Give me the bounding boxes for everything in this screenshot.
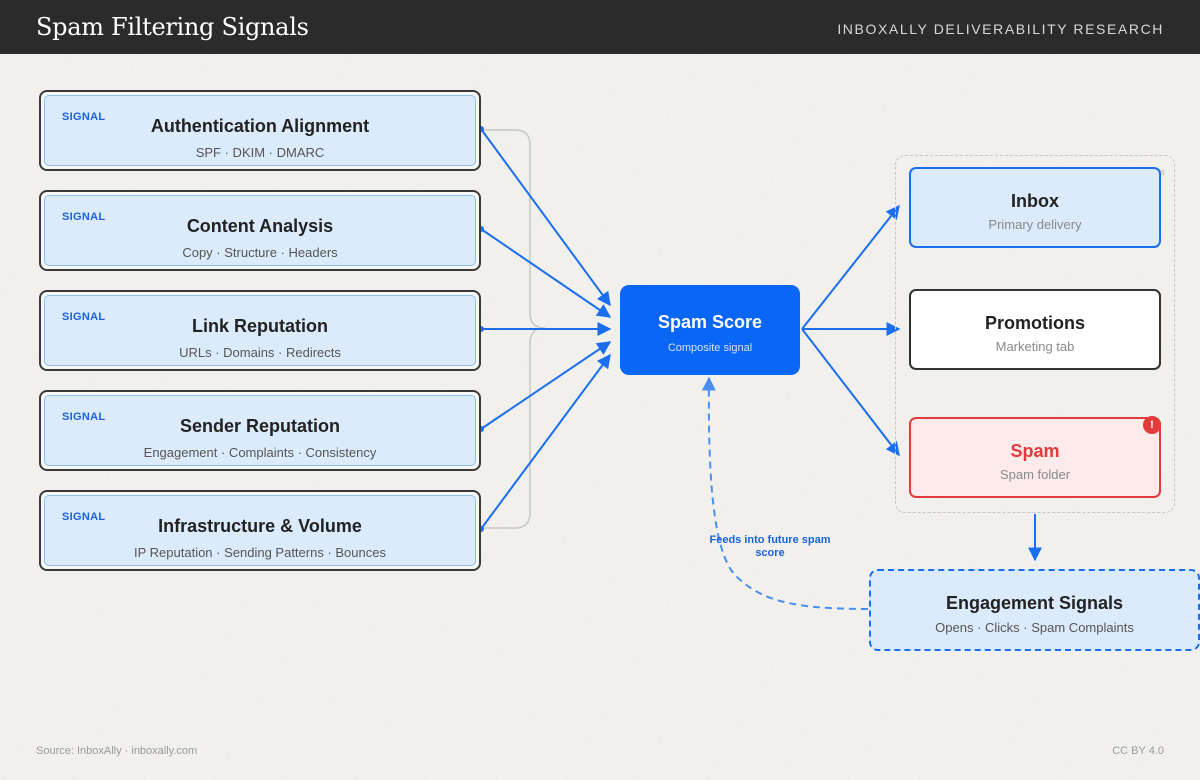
engagement-signals-node: Engagement Signals Opens · Clicks · Spam… [869,569,1200,651]
signal-detail: SPF · DKIM · DMARC [195,145,325,160]
alert-icon: ! [1143,416,1161,434]
signal-card-infrastructure: SIGNAL Infrastructure & Volume IP Reputa… [39,490,481,571]
signal-detail: Engagement · Complaints · Consistency [143,445,377,460]
destination-subtitle: Marketing tab [995,339,1075,354]
connector-authentication [480,128,611,307]
engagement-title: Engagement Signals [945,593,1124,613]
signal-tag: SIGNAL [62,511,106,523]
signal-tag: SIGNAL [62,311,106,323]
destinations-group-corner: s [1160,167,1165,178]
footer-source: Source: InboxAlly · inboxally.com [36,745,198,757]
connector-to-spam [801,328,900,457]
page-title: Spam Filtering Signals [36,13,309,41]
signal-tag: SIGNAL [62,411,106,423]
signal-card-sender: SIGNAL Sender Reputation Engagement · Co… [39,390,481,471]
signal-card-inner: SIGNAL Infrastructure & Volume IP Reputa… [44,495,476,566]
signal-name: Sender Reputation [179,416,340,436]
signal-name: Infrastructure & Volume [158,516,362,536]
signal-tag: SIGNAL [62,211,106,223]
connector-to-inbox [801,204,900,330]
feedback-label: Feeds into future spam score [709,534,831,559]
signal-card-link: SIGNAL Link Reputation URLs · Domains · … [39,290,481,371]
destination-title: Inbox [1011,191,1059,211]
signal-name: Content Analysis [186,216,334,236]
signal-detail: Copy · Structure · Headers [182,245,338,260]
destination-title: Promotions [984,313,1085,333]
signal-name: Authentication Alignment [150,116,370,136]
destination-promotions: Promotions Marketing tab [909,289,1161,370]
connector-infrastructure [480,353,611,530]
destination-subtitle: Primary delivery [988,217,1082,232]
signal-detail: IP Reputation · Sending Patterns · Bounc… [134,545,386,560]
destinations-group [895,155,1175,513]
spam-score-node: Spam Score Composite signal [620,285,800,375]
signal-tag: SIGNAL [62,111,106,123]
signal-card-authentication: SIGNAL Authentication Alignment SPF · DK… [39,90,481,171]
signal-card-inner: SIGNAL Link Reputation URLs · Domains · … [44,295,476,366]
signal-card-inner: SIGNAL Content Analysis Copy · Structure… [44,195,476,266]
destination-title: Spam [1010,441,1060,461]
spam-score-title: Spam Score [657,312,763,332]
connector-content [480,228,612,318]
signal-detail: URLs · Domains · Redirects [179,345,341,360]
spam-score-subtitle: Composite signal [667,342,753,354]
title-bar: Spam Filtering Signals INBOXALLY DELIVER… [0,0,1200,54]
connector-sender [480,341,612,430]
feedback-loop-connector [701,376,869,610]
destination-inbox: Inbox Primary delivery [909,167,1161,248]
signal-card-inner: SIGNAL Sender Reputation Engagement · Co… [44,395,476,466]
signal-card-inner: SIGNAL Authentication Alignment SPF · DK… [44,95,476,166]
engagement-detail: Opens · Clicks · Spam Complaints [935,620,1134,635]
footer-license: CC BY 4.0 [1112,745,1164,757]
organization-label: INBOXALLY DELIVERABILITY RESEARCH [837,21,1164,37]
signal-name: Link Reputation [192,316,328,336]
destination-spam: Spam Spam folder [909,417,1161,498]
signal-card-content: SIGNAL Content Analysis Copy · Structure… [39,190,481,271]
destination-subtitle: Spam folder [999,467,1071,482]
